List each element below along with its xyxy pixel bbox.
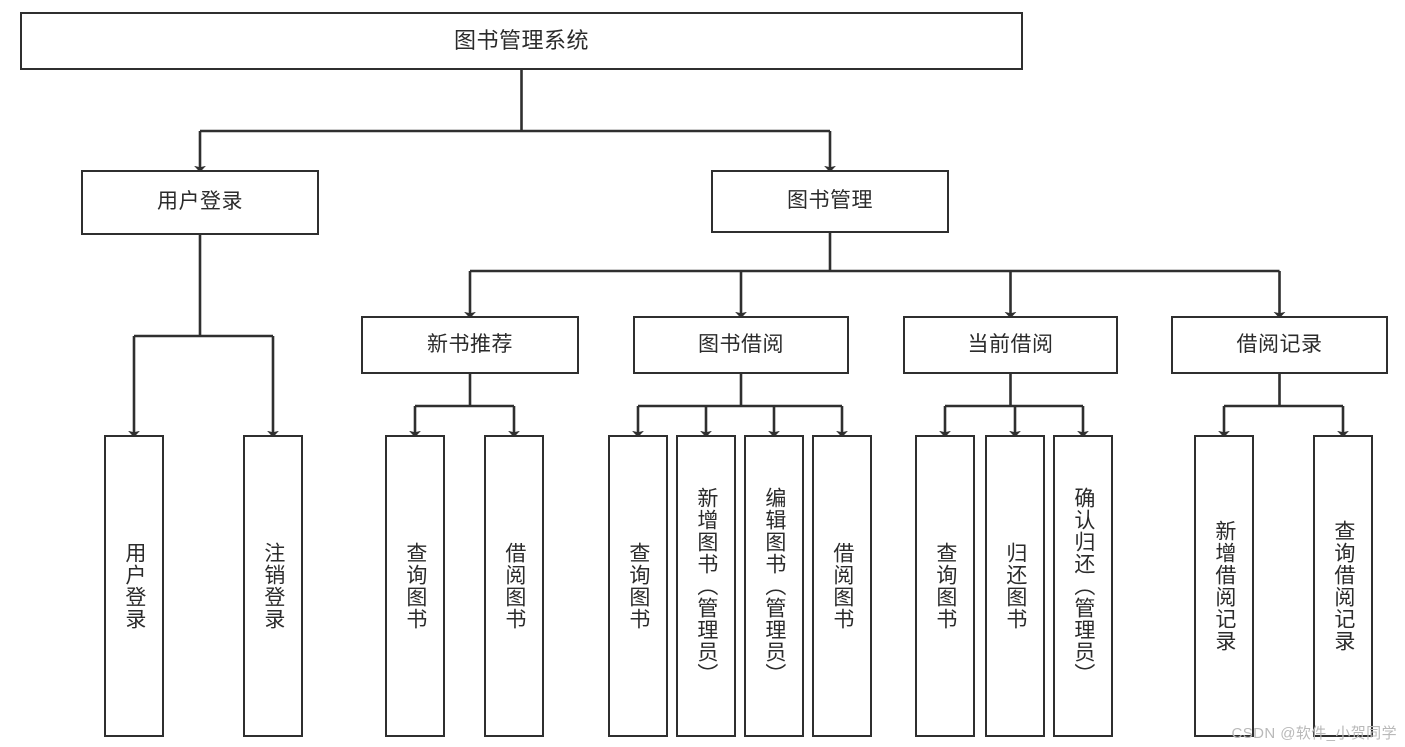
node-leaf-query-borrow-record[interactable]: 查询借阅记录 xyxy=(1313,435,1373,737)
node-leaf-borrow-book-1[interactable]: 借阅图书 xyxy=(484,435,544,737)
node-leaf-query-book-2[interactable]: 查询图书 xyxy=(608,435,668,737)
node-new-book-recommend[interactable]: 新书推荐 xyxy=(361,316,579,374)
node-label: 用户登录 xyxy=(157,190,243,214)
node-label: 新书推荐 xyxy=(427,332,513,356)
node-leaf-return-book[interactable]: 归还图书 xyxy=(985,435,1045,737)
node-leaf-add-book-admin[interactable]: 新增图书（管理员） xyxy=(676,435,736,737)
node-label: 图书管理 xyxy=(787,189,873,213)
node-leaf-borrow-book-2[interactable]: 借阅图书 xyxy=(812,435,872,737)
node-leaf-query-book-3[interactable]: 查询图书 xyxy=(915,435,975,737)
node-label: 借阅图书 xyxy=(502,542,526,630)
node-borrow-record[interactable]: 借阅记录 xyxy=(1171,316,1388,374)
node-label: 图书管理系统 xyxy=(453,28,589,54)
node-label: 查询图书 xyxy=(933,542,957,630)
node-leaf-user-logout[interactable]: 注销登录 xyxy=(243,435,303,737)
node-label: 用户登录 xyxy=(122,542,146,630)
node-label: 新增借阅记录 xyxy=(1212,520,1236,652)
csdn-watermark: CSDN @软件_小贺同学 xyxy=(1231,725,1397,742)
node-current-borrow[interactable]: 当前借阅 xyxy=(903,316,1118,374)
node-root[interactable]: 图书管理系统 xyxy=(20,12,1023,70)
node-label: 编辑图书（管理员） xyxy=(762,487,786,685)
node-book-manage[interactable]: 图书管理 xyxy=(711,170,949,233)
node-leaf-confirm-return-admin[interactable]: 确认归还（管理员） xyxy=(1053,435,1113,737)
node-label: 查询图书 xyxy=(626,542,650,630)
node-label: 借阅图书 xyxy=(830,542,854,630)
node-leaf-add-borrow-record[interactable]: 新增借阅记录 xyxy=(1194,435,1254,737)
node-leaf-user-login[interactable]: 用户登录 xyxy=(104,435,164,737)
node-label: 查询借阅记录 xyxy=(1331,520,1355,652)
node-user-login[interactable]: 用户登录 xyxy=(81,170,319,235)
node-leaf-edit-book-admin[interactable]: 编辑图书（管理员） xyxy=(744,435,804,737)
node-label: 查询图书 xyxy=(403,542,427,630)
node-label: 确认归还（管理员） xyxy=(1071,487,1095,685)
node-leaf-query-book-1[interactable]: 查询图书 xyxy=(385,435,445,737)
node-label: 新增图书（管理员） xyxy=(694,487,718,685)
node-label: 图书借阅 xyxy=(698,332,784,356)
node-label: 当前借阅 xyxy=(967,332,1054,356)
node-label: 注销登录 xyxy=(261,542,285,630)
node-label: 归还图书 xyxy=(1003,542,1027,630)
node-book-borrow[interactable]: 图书借阅 xyxy=(633,316,849,374)
node-label: 借阅记录 xyxy=(1236,332,1323,356)
